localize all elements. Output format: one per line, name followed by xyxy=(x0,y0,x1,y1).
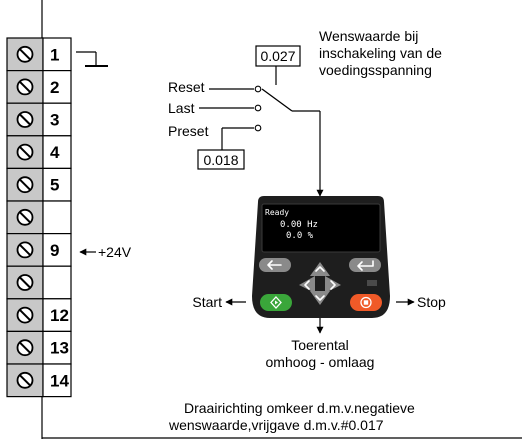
screw-icon xyxy=(16,208,34,226)
selector-switch: Reset Last Preset xyxy=(168,79,324,197)
terminal-number-cell xyxy=(42,69,72,104)
keypad-line-1: 0.00 Hz xyxy=(280,220,318,230)
enter-icon xyxy=(357,260,374,271)
speed-label-line-1: Toerental xyxy=(291,337,349,353)
enter-button[interactable] xyxy=(349,258,381,272)
switch-label-reset: Reset xyxy=(168,79,205,95)
right-arrow-icon xyxy=(330,280,336,290)
start-icon xyxy=(270,296,282,309)
escape-icon xyxy=(267,260,282,270)
terminal-number-cell xyxy=(42,330,72,365)
screw-icon xyxy=(16,111,34,128)
screw-icon xyxy=(16,176,34,194)
terminal-row: 1 xyxy=(6,37,72,72)
terminal-row xyxy=(6,265,72,300)
down-button[interactable] xyxy=(310,291,330,305)
keypad-status: Ready xyxy=(265,208,289,217)
terminal-row: 3 xyxy=(6,102,72,137)
param-box-preset xyxy=(197,149,245,170)
terminal-number-cell xyxy=(42,37,72,72)
down-arrow-icon xyxy=(315,295,325,301)
switch-label-preset: Preset xyxy=(168,123,209,139)
screw-icon xyxy=(16,45,34,63)
terminal-row: 9 xyxy=(6,233,72,267)
speed-label-line-2: omhoog - omlaag xyxy=(266,354,375,370)
left-arrow-icon xyxy=(304,280,310,290)
terminal-row xyxy=(6,200,72,235)
terminal-number-cell xyxy=(42,200,72,235)
param-preset-value: 0.018 xyxy=(203,152,238,168)
screw-icon xyxy=(16,143,34,161)
keypad-display xyxy=(261,203,381,253)
terminal-row: 14 xyxy=(6,363,72,398)
terminal-number: 9 xyxy=(50,241,59,260)
annotation-line-2: inschakeling van de xyxy=(319,45,442,61)
footer-line-1: Draairichting omkeer d.m.v.negatieve xyxy=(184,400,415,416)
terminal-number-cell xyxy=(42,167,72,202)
terminal-number: 1 xyxy=(50,45,59,64)
terminal-number: 14 xyxy=(50,371,69,390)
footer-param: #0.017 xyxy=(341,417,384,433)
param-box-top xyxy=(255,45,301,67)
voltage-label: +24V xyxy=(98,244,132,260)
terminal-row: 12 xyxy=(6,298,72,332)
terminal-number-cell xyxy=(42,233,72,267)
screw-icon xyxy=(16,241,34,259)
footer-line-2-text: wenswaarde,vrijgave d.m.v. xyxy=(168,417,341,433)
terminal-number-cell xyxy=(42,102,72,137)
switch-contact-last xyxy=(254,104,262,112)
terminal-row: 2 xyxy=(6,69,72,104)
stop-label: Stop xyxy=(417,294,446,310)
terminal-number: 5 xyxy=(50,176,59,195)
terminal-number: 13 xyxy=(50,339,69,358)
ground-icon xyxy=(76,51,108,67)
stop-icon xyxy=(360,296,372,309)
start-label: Start xyxy=(192,294,222,310)
screw-icon xyxy=(16,274,34,291)
switch-blade xyxy=(261,88,293,112)
status-led xyxy=(367,280,377,286)
annotation-line-3: voedingsspanning xyxy=(319,62,432,78)
terminal-number: 12 xyxy=(50,306,69,325)
annotation-line-1: Wenswaarde bij xyxy=(319,28,418,44)
terminal-number: 3 xyxy=(50,111,59,130)
up-button[interactable] xyxy=(310,262,330,276)
keypad-line-2: 0.0 % xyxy=(286,231,314,241)
footer-line-2: wenswaarde,vrijgave d.m.v.#0.017 xyxy=(168,417,384,433)
setpoint-annotation: Wenswaarde bij inschakeling van de voedi… xyxy=(319,28,442,78)
nav-cluster xyxy=(299,262,341,305)
right-button[interactable] xyxy=(325,276,341,293)
left-button[interactable] xyxy=(299,276,315,293)
terminal-number: 4 xyxy=(50,143,60,162)
terminal-row: 13 xyxy=(6,330,72,365)
terminal-number-cell xyxy=(42,298,72,332)
screw-icon xyxy=(16,306,34,324)
screw-icon xyxy=(16,339,34,357)
screw-icon xyxy=(16,78,34,96)
terminal-screw-cell xyxy=(6,135,44,170)
switch-label-last: Last xyxy=(168,100,195,116)
keypad: Ready 0.00 Hz 0.0 % xyxy=(252,196,390,318)
switch-contact-reset xyxy=(254,85,262,93)
terminal-row: 4 xyxy=(6,135,72,170)
terminal-number-cell xyxy=(42,135,72,170)
screw-icon xyxy=(16,371,34,389)
switch-contact-preset xyxy=(254,124,262,132)
up-arrow-icon xyxy=(315,266,325,272)
terminal-number: 2 xyxy=(50,78,59,97)
terminal-number-cell xyxy=(42,363,72,398)
terminal-row: 5 xyxy=(6,167,72,202)
terminal-number-cell xyxy=(42,265,72,300)
param-top-value: 0.027 xyxy=(260,48,295,64)
